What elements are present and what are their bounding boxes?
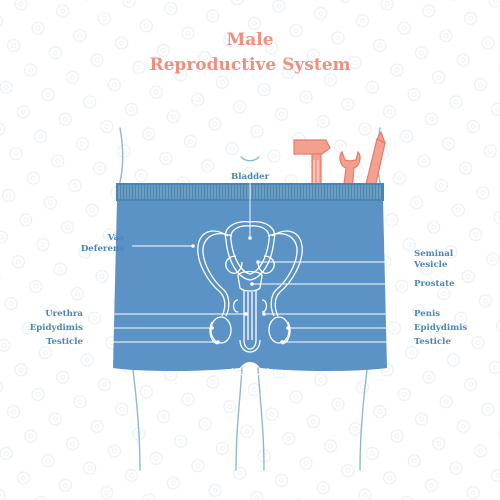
label-epididymis-left: Epidydimis [29,323,83,333]
label-bladder: Bladder [231,172,270,182]
label-vas-deferens-1: Vas [107,233,124,243]
wrench-icon [339,150,361,193]
organs [197,220,303,353]
label-urethra: Urethra [45,309,83,319]
body-outline [117,127,383,471]
label-prostate: Prostate [414,279,455,289]
label-epididymis-right: Epidydimis [414,323,468,333]
title-line-1: Male [226,30,274,50]
leader-lines [96,182,398,343]
label-seminal-vesicle-1: Seminal [414,249,454,259]
title-line-2: Reproductive System [149,55,351,75]
label-penis: Penis [414,309,441,319]
label-vas-deferens-2: Deferens [80,244,124,254]
label-testicle-left: Testicle [46,337,83,347]
label-seminal-vesicle-2: Vesicle [414,260,448,270]
leader-dots [191,236,290,344]
label-testicle-right: Testicle [414,337,451,347]
